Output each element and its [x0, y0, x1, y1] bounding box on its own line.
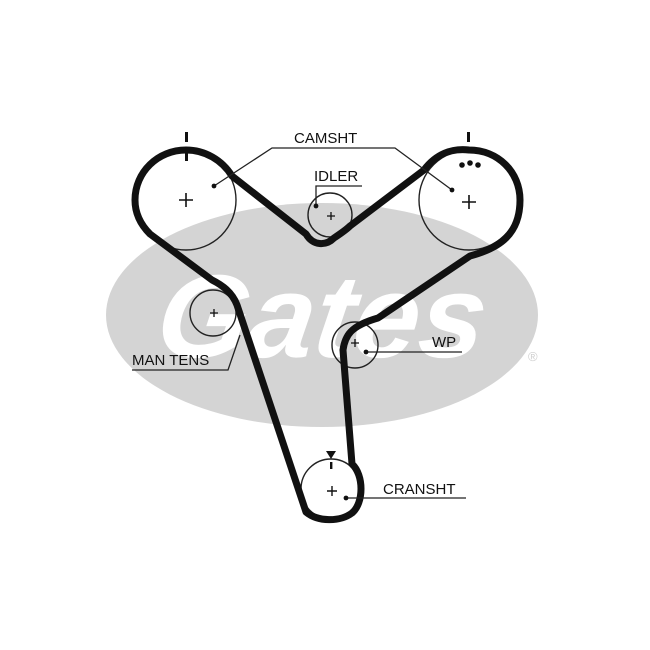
water-pump-leader-dot: [363, 349, 369, 355]
camshaft-right-timing-mark: [467, 132, 470, 142]
camshaft-left-timing-mark-inner: [185, 153, 188, 161]
tensioner-centre: [210, 309, 218, 317]
camshaft-right-centre: [462, 195, 476, 209]
idler-centre: [327, 212, 335, 220]
gates-logo: Gates ®: [106, 203, 538, 427]
tensioner-leader-line: [132, 334, 241, 371]
idler-leader-line: [315, 185, 362, 206]
camshaft-right-dot-1: [459, 162, 465, 168]
crankshaft-label: CRANSHT: [383, 481, 456, 498]
gates-logo-oval: [106, 203, 538, 427]
camshaft-leader-line: [213, 147, 453, 191]
camshaft-right-dot-3: [475, 162, 481, 168]
water-pump-pulley: [331, 321, 379, 369]
camshaft-right-leader-dot: [449, 187, 455, 193]
camshaft-right-dot-2: [467, 160, 473, 166]
crankshaft-leader-dot: [343, 495, 349, 501]
camshaft-left-timing-mark: [185, 132, 188, 142]
water-pump-label: WP: [432, 334, 456, 351]
idler-leader-dot: [313, 203, 319, 209]
timing-marks: [185, 132, 481, 469]
crankshaft-timing-mark: [330, 462, 333, 469]
camshaft-label: CAMSHT: [294, 130, 357, 147]
registered-mark: ®: [528, 349, 538, 364]
crankshaft-timing-triangle: [326, 451, 336, 459]
camshaft-left-leader-dot: [211, 183, 217, 189]
leader-lines: [132, 147, 466, 501]
camshaft-left-centre: [179, 193, 193, 207]
pulley-centres: [179, 193, 476, 496]
crankshaft-centre: [327, 486, 337, 496]
water-pump-centre: [351, 339, 359, 347]
manual-tensioner-label: MAN TENS: [132, 352, 209, 369]
timing-belt: [131, 146, 524, 524]
labels: CAMSHT IDLER WP MAN TENS CRANSHT: [132, 130, 456, 498]
idler-label: IDLER: [314, 168, 358, 185]
